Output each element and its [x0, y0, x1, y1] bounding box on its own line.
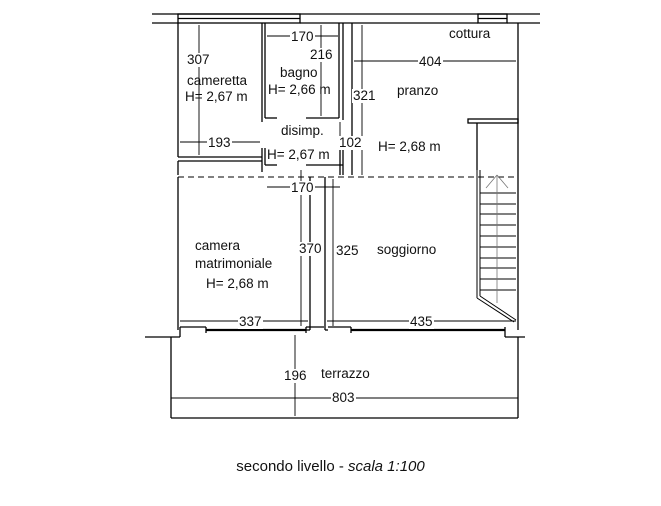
- dim-disimp-height: 102: [338, 135, 363, 150]
- room-label-pranzo: pranzo: [397, 83, 439, 98]
- dim-bagno-width: 170: [290, 29, 315, 44]
- caption-level: secondo livello -: [236, 458, 348, 475]
- room-label-soggiorno: soggiorno: [377, 242, 437, 257]
- dim-soggiorno-height: 325: [335, 243, 360, 258]
- room-label-camera-line1: camera: [195, 238, 241, 253]
- dim-cameretta-height: 307: [186, 52, 211, 67]
- dim-terrazzo-width: 803: [331, 390, 356, 405]
- room-cameretta-walls: [177, 23, 266, 158]
- room-label-bagno: bagno: [280, 65, 318, 80]
- room-bagno-walls: [261, 23, 344, 122]
- room-label-camera-line2: matrimoniale: [195, 256, 273, 271]
- dim-camera-width: 337: [238, 314, 263, 329]
- room-height-disimp: H= 2,67 m: [267, 147, 330, 162]
- dim-soggiorno-width: 435: [409, 314, 434, 329]
- dim-terrazzo-depth: 196: [283, 368, 308, 383]
- terrace-outline: [170, 337, 519, 419]
- room-height-pranzo: H= 2,68 m: [378, 139, 441, 154]
- room-height-cameretta: H= 2,67 m: [185, 89, 248, 104]
- exterior-bottom-wall: [145, 326, 525, 338]
- room-height-camera: H= 2,68 m: [206, 276, 269, 291]
- caption-scale: scala 1:100: [348, 458, 425, 475]
- room-height-bagno: H= 2,66 m: [268, 82, 331, 97]
- plan-caption: secondo livello - scala 1:100: [0, 458, 661, 475]
- dim-cameretta-width: 193: [207, 135, 232, 150]
- camera-top-wall: [177, 160, 262, 175]
- exterior-top-wall: [152, 13, 540, 24]
- dim-pranzo-width: 404: [418, 54, 443, 69]
- staircase: [476, 170, 517, 323]
- room-label-disimp: disimp.: [281, 123, 324, 138]
- dim-pranzo-height: 321: [352, 88, 377, 103]
- dim-camera-height: 370: [298, 241, 323, 256]
- dim-disimp-width: 170: [290, 180, 315, 195]
- room-label-cottura: cottura: [449, 26, 491, 41]
- dim-bagno-height: 216: [309, 47, 334, 62]
- room-label-cameretta: cameretta: [187, 73, 248, 88]
- room-label-terrazzo: terrazzo: [321, 366, 370, 381]
